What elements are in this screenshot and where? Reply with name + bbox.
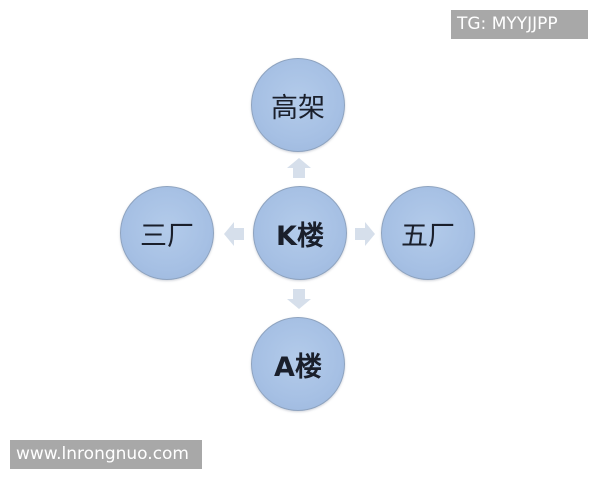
arrow-right-icon — [355, 222, 375, 246]
node-center-label: K楼 — [276, 220, 324, 252]
node-top: 高架 — [251, 58, 345, 152]
watermark-bottom: www.lnrongnuo.com — [10, 440, 202, 469]
node-bottom-label: A楼 — [274, 351, 322, 383]
node-top-label: 高架 — [271, 92, 325, 124]
watermark-top: TG: MYYJJPP — [451, 10, 588, 39]
arrow-left-icon — [224, 222, 244, 246]
arrow-down-icon — [287, 289, 311, 309]
node-left-label: 三厂 — [140, 220, 194, 252]
node-right-label: 五厂 — [401, 220, 455, 252]
arrow-up-icon — [287, 158, 311, 178]
node-right: 五厂 — [381, 186, 475, 280]
node-left: 三厂 — [120, 186, 214, 280]
node-center: K楼 — [253, 186, 347, 280]
node-bottom: A楼 — [251, 317, 345, 411]
